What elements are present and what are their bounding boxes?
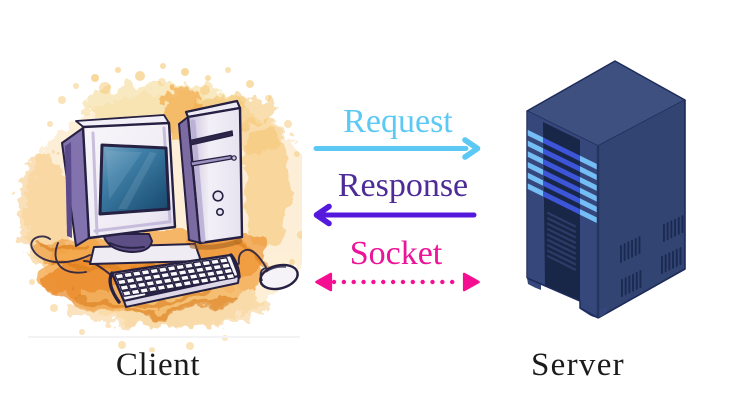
svg-text:Server: Server bbox=[531, 347, 625, 383]
svg-text:Socket: Socket bbox=[350, 235, 443, 272]
svg-text:Request: Request bbox=[343, 103, 453, 140]
svg-text:Client: Client bbox=[116, 347, 200, 383]
svg-text:Response: Response bbox=[338, 167, 468, 204]
